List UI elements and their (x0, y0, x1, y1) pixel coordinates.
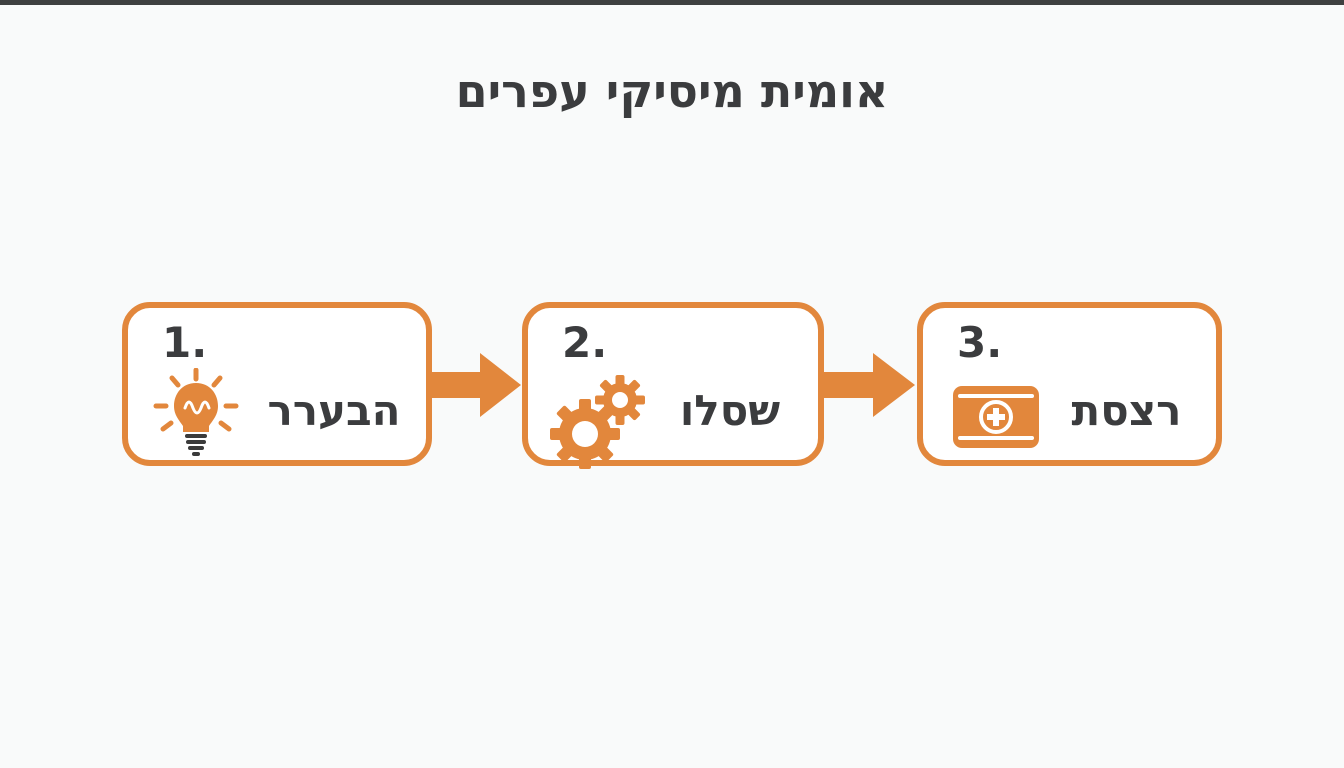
arrow-right-icon (429, 351, 523, 419)
step-number-1: 1. (162, 318, 208, 367)
step-box-2: 2. (522, 302, 824, 469)
step-number-3: 3. (957, 318, 1003, 367)
lightbulb-idea-icon (152, 367, 240, 460)
diagram-title: אומית מיסיקי עפרים (455, 64, 889, 118)
arrow-right-icon (821, 351, 917, 419)
step-label-1: הבערר (267, 386, 401, 435)
step-number-2: 2. (562, 318, 608, 367)
top-bar (0, 0, 1344, 5)
step-label-2: שסלו (679, 386, 781, 435)
gears-icon (548, 374, 646, 470)
step-box-1: 1. (122, 302, 432, 466)
step-label-3: רצסת (1071, 386, 1182, 435)
step-box-3: 3. רצסת (917, 302, 1222, 466)
card-plus-icon (953, 386, 1039, 448)
